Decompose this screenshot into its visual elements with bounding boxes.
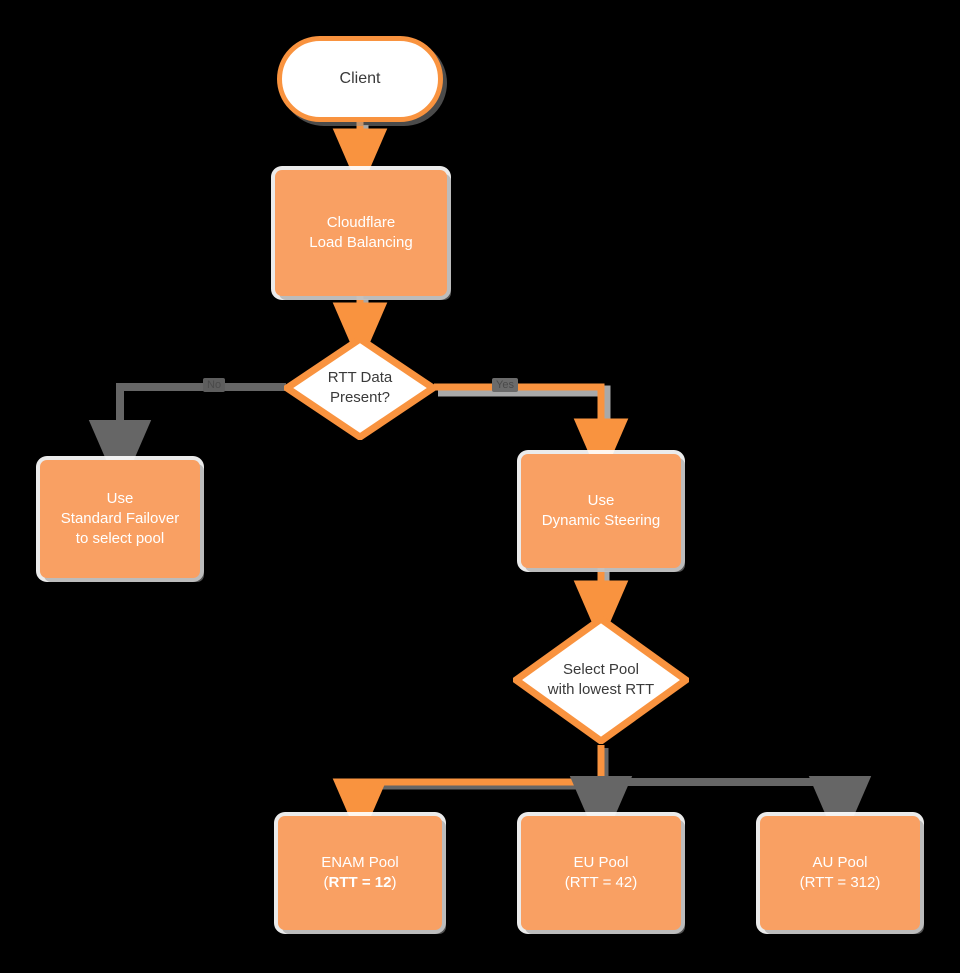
node-select-pool-label: Select Pool with lowest RTT <box>547 661 655 698</box>
node-rtt-decision[interactable]: RTT Data Present? <box>284 336 436 440</box>
edge-label-yes: Yes <box>492 378 518 393</box>
edge-client-to-loadbalancing <box>332 122 388 192</box>
decision-diamond-shape <box>513 616 689 744</box>
node-au-pool-rtt: (RTT = 312) <box>799 874 881 891</box>
node-dynamic-steering[interactable]: Use Dynamic Steering <box>521 454 681 568</box>
node-au-pool[interactable]: AU Pool (RTT = 312) <box>760 816 920 930</box>
node-client-label: Client <box>339 70 381 88</box>
node-enam-pool[interactable]: ENAM Pool (RTT = 12) <box>278 816 442 930</box>
node-standard-failover[interactable]: Use Standard Failover to select pool <box>40 460 200 578</box>
node-eu-pool[interactable]: EU Pool (RTT = 42) <box>521 816 681 930</box>
node-select-pool[interactable]: Select Pool with lowest RTT <box>513 616 689 744</box>
node-standard-failover-label: Use Standard Failover to select pool <box>60 490 180 547</box>
edge-loadbalancing-to-decision <box>332 296 388 366</box>
edge-dynamic-steering-to-select-pool <box>573 568 629 644</box>
edge-select-pool-to-enam <box>332 745 609 842</box>
edge-decision-no-to-standard-failover <box>88 383 286 492</box>
decision-diamond-shape <box>284 336 436 440</box>
node-eu-pool-rtt: (RTT = 42) <box>564 874 638 891</box>
node-dynamic-steering-label: Use Dynamic Steering <box>541 492 661 529</box>
node-eu-pool-label: EU Pool (RTT = 42) <box>564 854 638 891</box>
node-enam-pool-rtt: (RTT = 12) <box>323 874 397 891</box>
node-enam-pool-label: ENAM Pool (RTT = 12) <box>321 854 399 891</box>
node-rtt-decision-label: RTT Data Present? <box>327 369 393 406</box>
edge-label-no: No <box>203 378 226 393</box>
edge-select-pool-to-au <box>601 776 872 848</box>
node-au-pool-label: AU Pool (RTT = 312) <box>799 854 881 891</box>
edge-decision-yes-to-dynamic-steering <box>434 383 629 482</box>
node-load-balancing[interactable]: Cloudflare Load Balancing <box>275 170 447 296</box>
node-client[interactable]: Client <box>277 36 443 122</box>
node-load-balancing-label: Cloudflare Load Balancing <box>309 214 413 251</box>
